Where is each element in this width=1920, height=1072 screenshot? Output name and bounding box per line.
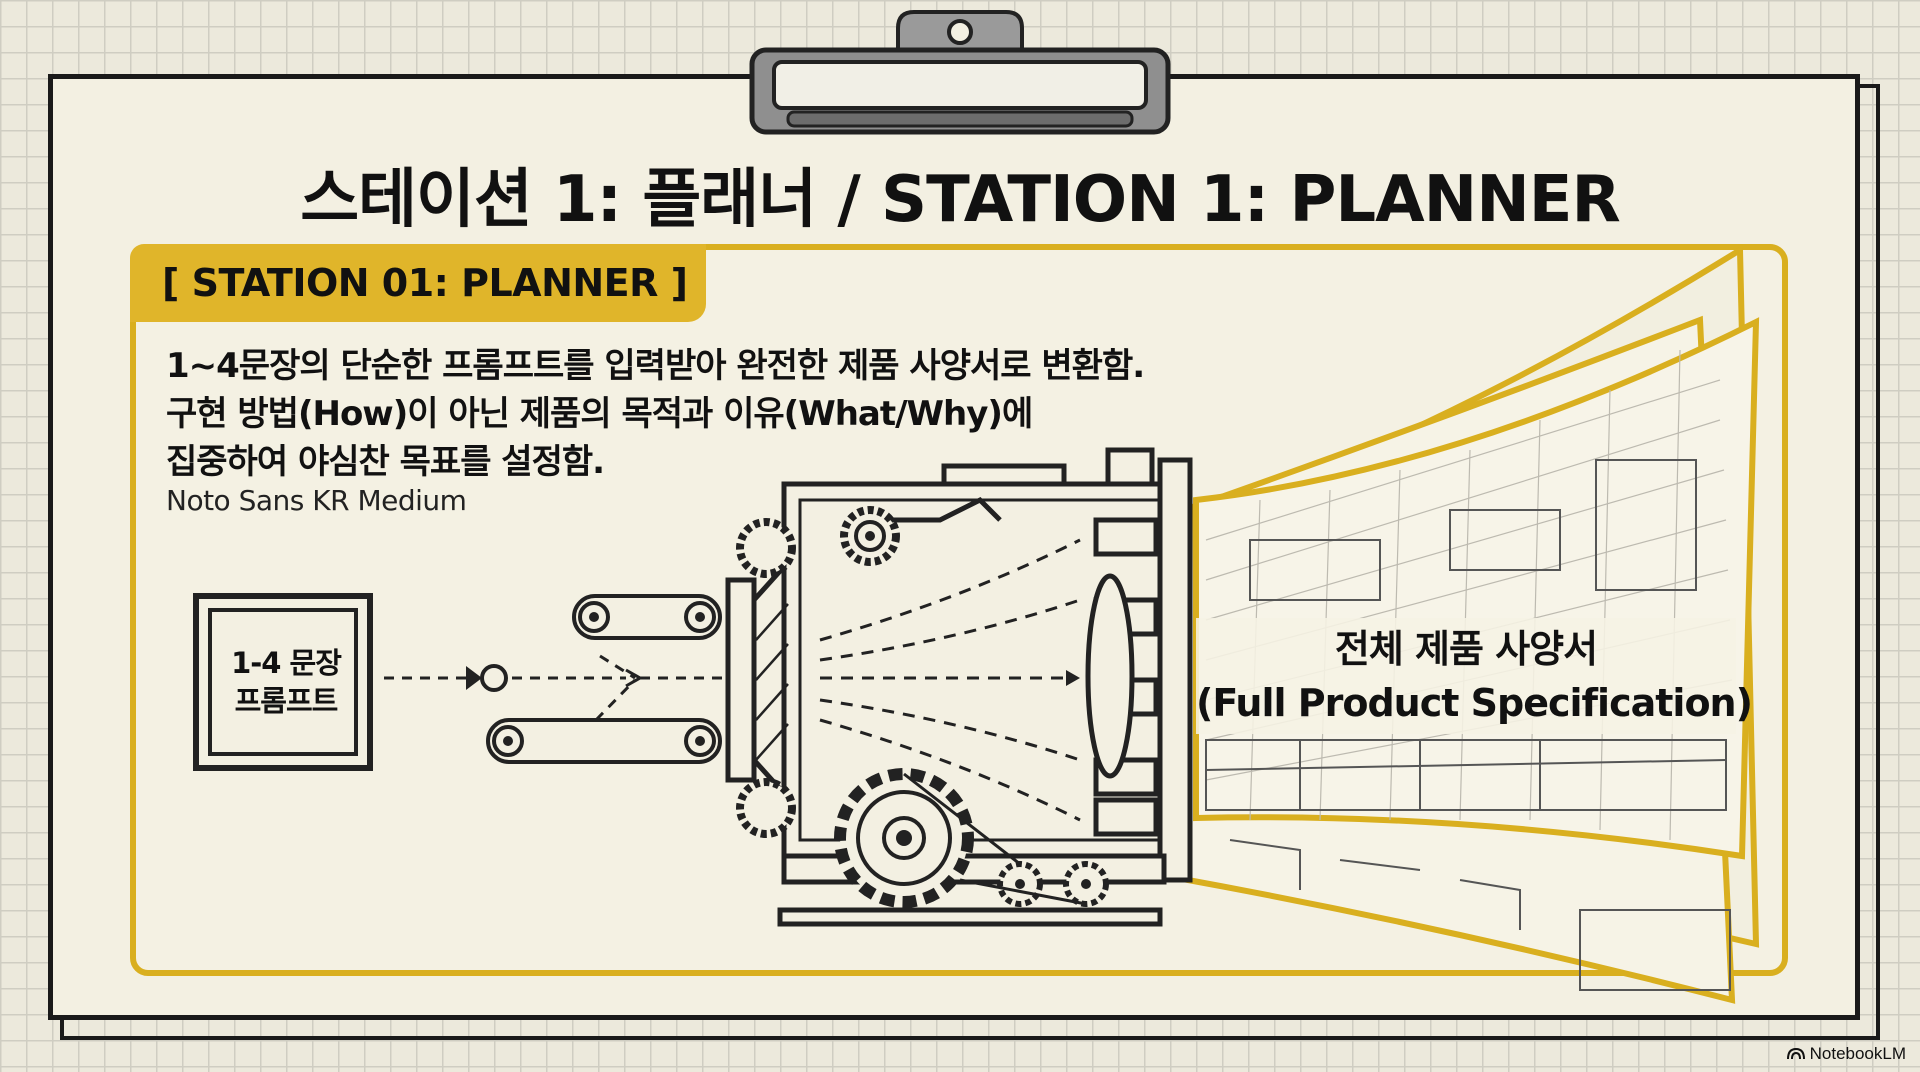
notebooklm-logo-icon (1786, 1048, 1805, 1060)
prompt-box-label: 1-4 문장 프롬프트 (206, 644, 366, 720)
prompt-box-line: 프롬프트 (234, 684, 339, 718)
notebooklm-branding: NotebookLM (1786, 1044, 1906, 1064)
description: 1~4문장의 단순한 프롬프트를 입력받아 완전한 제품 사양서로 변환함. 구… (166, 342, 1246, 486)
spec-label-line: (Full Product Specification) (1196, 681, 1753, 725)
description-line: 집중하여 야심찬 목표를 설정함. (166, 442, 605, 482)
clipboard-clip-icon (749, 10, 1171, 135)
description-line: 1~4문장의 단순한 프롬프트를 입력받아 완전한 제품 사양서로 변환함. (166, 346, 1145, 386)
font-note: Noto Sans KR Medium (166, 484, 467, 517)
description-line: 구현 방법(How)이 아닌 제품의 목적과 이유(What/Why)에 (166, 394, 1033, 434)
prompt-box-line: 1-4 문장 (231, 646, 342, 680)
page-title: 스테이션 1: 플래너 / STATION 1: PLANNER (300, 163, 1621, 237)
spec-label: 전체 제품 사양서 (Full Product Specification) (1196, 618, 1753, 734)
station-tag: [ STATION 01: PLANNER ] (130, 244, 706, 322)
brand-label: NotebookLM (1809, 1044, 1906, 1063)
spec-label-line: 전체 제품 사양서 (1334, 627, 1598, 671)
